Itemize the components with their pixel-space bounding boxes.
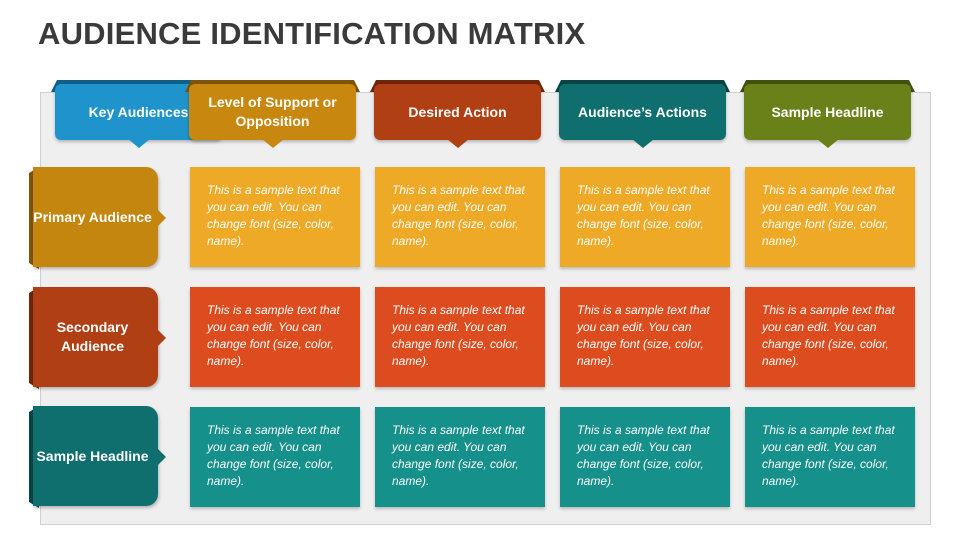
row-header-label: Secondary Audience <box>33 287 158 387</box>
column-header-pointer <box>816 139 839 148</box>
matrix-cell: This is a sample text that you can edit.… <box>560 287 730 387</box>
column-header-pointer <box>631 139 654 148</box>
column-header-pointer <box>127 139 150 148</box>
row-header-label: Primary Audience <box>33 167 158 267</box>
page-title: AUDIENCE IDENTIFICATION MATRIX <box>38 16 586 51</box>
column-header-desired-action: Desired Action <box>370 80 545 148</box>
matrix-cell: This is a sample text that you can edit.… <box>190 167 360 267</box>
column-header-label: Desired Action <box>374 84 541 140</box>
column-header-audiences-actions: Audience’s Actions <box>555 80 730 148</box>
column-header-label: Audience’s Actions <box>559 84 726 140</box>
column-header-sample-headline: Sample Headline <box>740 80 915 148</box>
matrix-cell: This is a sample text that you can edit.… <box>375 287 545 387</box>
row-header-secondary-audience: Secondary Audience <box>29 287 169 389</box>
matrix-cell: This is a sample text that you can edit.… <box>745 287 915 387</box>
row-header-primary-audience: Primary Audience <box>29 167 169 269</box>
column-header-pointer <box>261 139 284 148</box>
column-header-label: Level of Support or Opposition <box>189 84 356 140</box>
row-header-pointer <box>157 448 166 466</box>
matrix-cell: This is a sample text that you can edit.… <box>375 407 545 507</box>
column-header-level-of-support: Level of Support or Opposition <box>185 80 360 148</box>
matrix-cell: This is a sample text that you can edit.… <box>375 167 545 267</box>
matrix-cell: This is a sample text that you can edit.… <box>560 167 730 267</box>
matrix-cell: This is a sample text that you can edit.… <box>190 407 360 507</box>
row-header-pointer <box>157 209 166 227</box>
column-header-pointer <box>446 139 469 148</box>
row-header-label: Sample Headline <box>33 406 158 506</box>
matrix-cell: This is a sample text that you can edit.… <box>560 407 730 507</box>
column-header-label: Sample Headline <box>744 84 911 140</box>
row-header-sample-headline: Sample Headline <box>29 406 169 508</box>
matrix-cell: This is a sample text that you can edit.… <box>745 167 915 267</box>
matrix-cell: This is a sample text that you can edit.… <box>745 407 915 507</box>
row-header-pointer <box>157 329 166 347</box>
matrix-cell: This is a sample text that you can edit.… <box>190 287 360 387</box>
